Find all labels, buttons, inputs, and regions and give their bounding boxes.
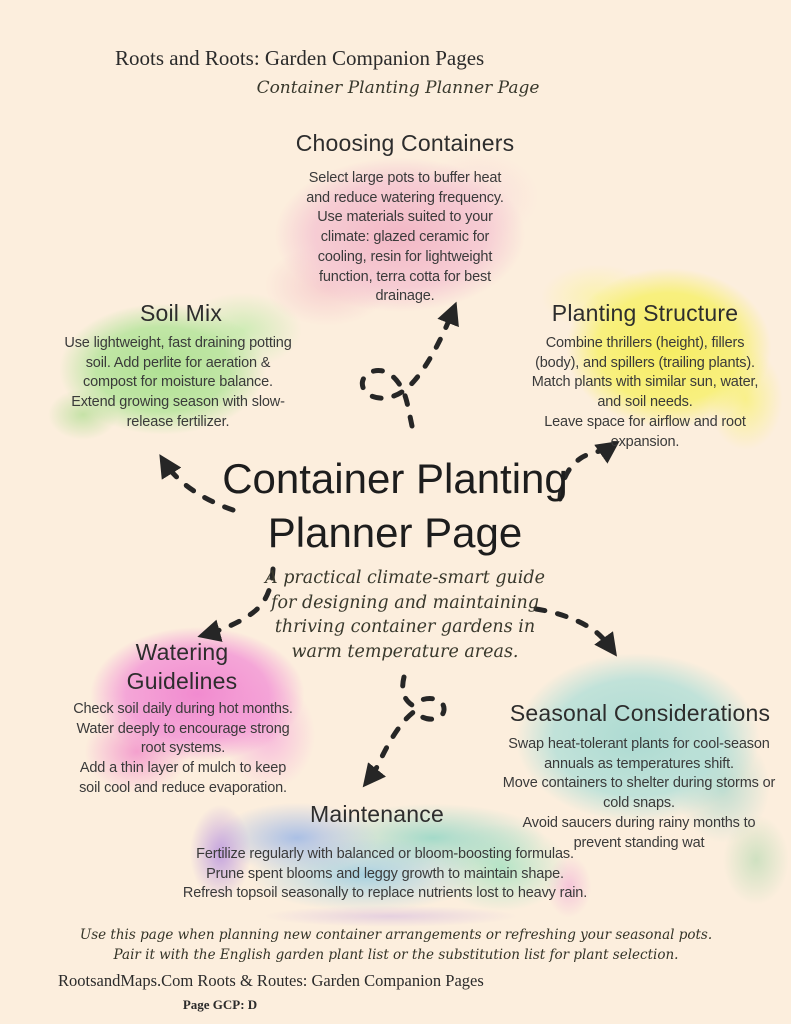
page-header-title: Roots and Roots: Garden Companion Pages (115, 46, 485, 70)
seasonal-considerations-body: Swap heat-tolerant plants for cool-seaso… (502, 736, 776, 851)
arrow-to-maintenance (362, 674, 447, 788)
footer-brand-line: RootsandMaps.Com Roots & Routes: Garden … (58, 971, 484, 990)
soil-mix-title: Soil Mix (139, 300, 223, 326)
main-title: Container Planting Planner Page (145, 452, 645, 560)
seasonal-considerations-title: Seasonal Considerations (509, 700, 771, 726)
maintenance-body: Fertilize regularly with balanced or blo… (182, 846, 588, 902)
choosing-containers-body: Select large pots to buffer heat and red… (306, 170, 504, 305)
page-header-subtitle: Container Planting Planner Page (256, 78, 540, 98)
planting-structure-body: Combine thrillers (height), fillers (bod… (531, 335, 759, 450)
watering-guidelines-body: Check soil daily during hot months. Wate… (73, 701, 293, 796)
planting-structure-title: Planting Structure (551, 300, 739, 326)
arrow-to-choosing-containers (359, 301, 459, 429)
main-description: A practical climate-smart guide for desi… (265, 568, 545, 662)
footer-page-code: Page GCP: D (182, 997, 258, 1012)
main-title-line2: Planner Page (267, 509, 523, 556)
maintenance-title: Maintenance (310, 801, 444, 827)
footer-usage-note: Use this page when planning new containe… (79, 927, 713, 963)
soil-mix-body: Use lightweight, fast draining potting s… (64, 335, 292, 430)
watering-guidelines-title: Watering Guidelines (126, 639, 238, 694)
main-title-line1: Container Planting (222, 455, 568, 502)
choosing-containers-title: Choosing Containers (295, 130, 515, 156)
